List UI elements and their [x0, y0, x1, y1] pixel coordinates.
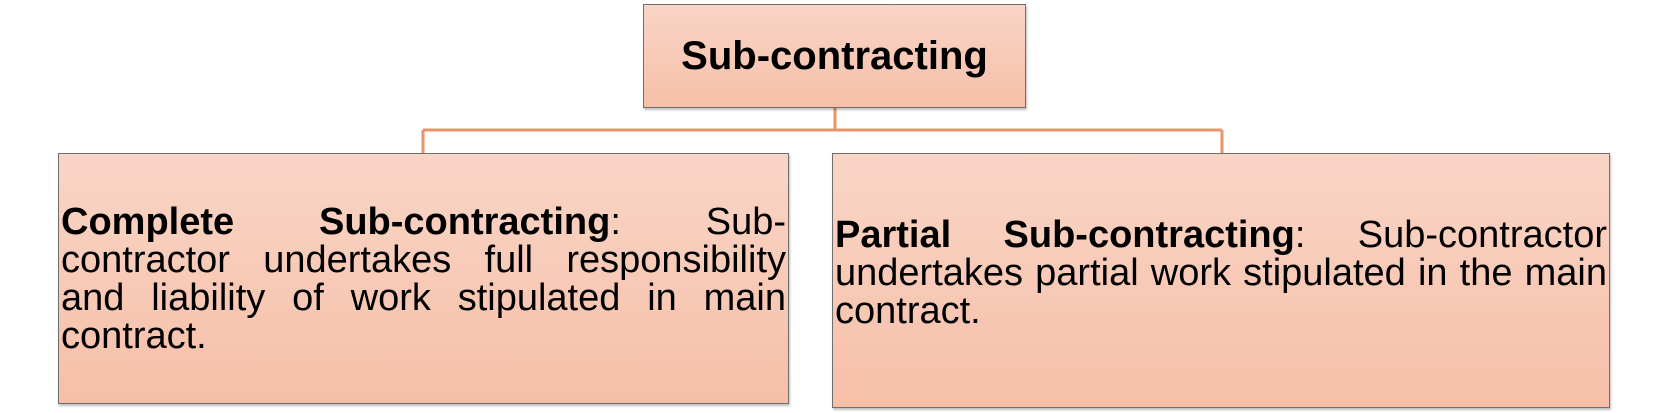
child-node-description: Sub-contractor undertakes partial work s…	[835, 214, 1607, 332]
child-node-separator: :	[1294, 214, 1306, 256]
root-node: Sub-contracting	[643, 4, 1026, 108]
child-node-term: Partial Sub-contracting	[835, 214, 1295, 256]
child-node-description: Sub-contractor undertakes full responsib…	[61, 200, 786, 357]
child-node-separator: :	[610, 200, 621, 243]
child-node-text: Partial Sub-contracting: Sub-contractor …	[835, 216, 1607, 330]
child-node-term: Complete Sub-contracting	[61, 200, 611, 243]
child-node-partial: Partial Sub-contracting: Sub-contractor …	[832, 153, 1610, 408]
child-node-text: Complete Sub-contracting: Sub-contractor…	[61, 203, 786, 355]
child-node-complete: Complete Sub-contracting: Sub-contractor…	[58, 153, 789, 404]
root-node-label: Sub-contracting	[681, 33, 988, 78]
